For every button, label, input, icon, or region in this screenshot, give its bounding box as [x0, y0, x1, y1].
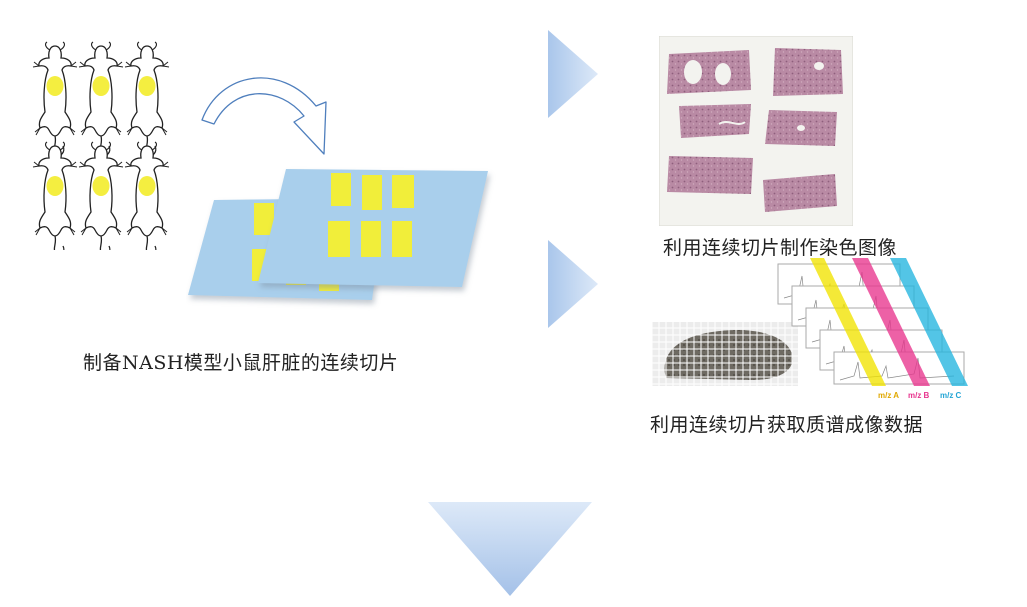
mz-label-b: m/z B [908, 391, 930, 400]
stripe-magenta [852, 258, 930, 386]
caption-ms: 利用连续切片获取质谱成像数据 [650, 414, 924, 436]
serial-section-slides [188, 169, 488, 300]
stripe-cyan [890, 258, 968, 386]
curved-arrow [201, 77, 327, 155]
spectrum-cards [777, 263, 965, 385]
arrow-down-icon [428, 502, 592, 596]
stripe-yellow [810, 258, 886, 386]
arrow-right-upper-icon [548, 30, 598, 118]
stained-sections-image [659, 36, 853, 226]
ms-imaging-graphic: m/z A m/z B m/z C [652, 258, 968, 400]
mz-label-c: m/z C [940, 391, 962, 400]
caption-stain: 利用连续切片制作染色图像 [663, 237, 898, 259]
arrow-right-lower-icon [548, 240, 598, 328]
caption-prep: 制备NASH模型小鼠肝脏的连续切片 [83, 352, 399, 374]
mz-label-a: m/z A [878, 391, 899, 400]
mouse-grid [32, 41, 170, 250]
